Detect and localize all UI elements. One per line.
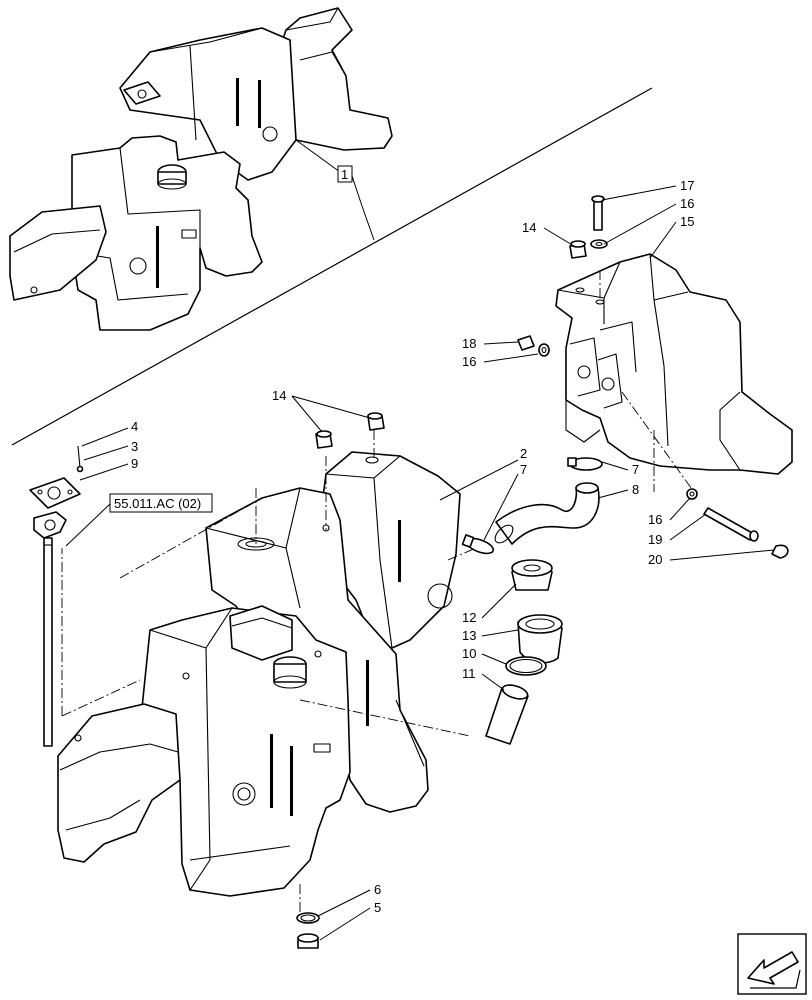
- reference-label: 55.011.AC (02): [114, 496, 201, 511]
- bolt-part-14b: [367, 412, 385, 431]
- callout-17-label: 17: [680, 178, 694, 193]
- callout-16a-label: 16: [680, 196, 694, 211]
- fuel-sender-plate: [29, 477, 81, 747]
- callout-1: 1: [295, 139, 375, 241]
- callout-16c-label: 16: [648, 512, 662, 527]
- callout-2-label: 2: [520, 446, 527, 461]
- nut-part-14: [569, 240, 587, 259]
- filler-neck-part-13: [517, 614, 563, 664]
- callout-7a-label: 7: [520, 462, 527, 477]
- callout-19-label: 19: [648, 532, 662, 547]
- washer-part-16-top: [590, 239, 608, 249]
- callout-11-label: 11: [462, 666, 476, 681]
- nut-part-18: [517, 335, 535, 351]
- callout-14a-label: 14: [272, 388, 286, 403]
- hose-part-8: [494, 482, 600, 545]
- bolt-part-19: [703, 507, 759, 542]
- washer-part-16-lower: [686, 488, 698, 500]
- callout-20-label: 20: [648, 552, 662, 567]
- callout-8-label: 8: [632, 482, 639, 497]
- seal-ring-part-10: [505, 656, 547, 676]
- callout-4-label: 4: [131, 419, 138, 434]
- callout-7b-label: 7: [632, 462, 639, 477]
- drain-seal-part-6: [296, 912, 320, 924]
- cap-nut-part-20: [771, 544, 789, 559]
- callout-18-label: 18: [462, 336, 476, 351]
- hose-clamp-part-7-left: [461, 534, 495, 555]
- callout-13-label: 13: [462, 628, 476, 643]
- bolt-part-17: [591, 195, 605, 231]
- screw-part-4: [76, 445, 84, 473]
- callout-9-label: 9: [131, 456, 138, 471]
- callout-1-label: 1: [341, 167, 348, 182]
- washer-part-16-side: [538, 343, 550, 357]
- overview-tank-assembly: [9, 7, 393, 331]
- bolt-part-14a: [315, 430, 333, 449]
- callout-15-label: 15: [680, 214, 694, 229]
- filler-cap-part-12: [511, 559, 553, 591]
- drain-plug-part-5: [297, 933, 319, 949]
- callout-6-label: 6: [374, 882, 381, 897]
- callout-16b-label: 16: [462, 354, 476, 369]
- callout-14b-label: 14: [522, 220, 536, 235]
- rear-tank-section-part-15: [555, 253, 793, 475]
- main-tank-assembly-part-2: [57, 451, 461, 897]
- callout-10-label: 10: [462, 646, 476, 661]
- callout-12-label: 12: [462, 610, 476, 625]
- filler-pipe-part-11: [485, 684, 529, 745]
- hose-clamp-part-7-right: [567, 457, 603, 471]
- section-divider: [11, 87, 653, 446]
- callout-5-label: 5: [374, 900, 381, 915]
- callout-3-label: 3: [131, 439, 138, 454]
- next-page-arrow-icon[interactable]: [737, 933, 807, 995]
